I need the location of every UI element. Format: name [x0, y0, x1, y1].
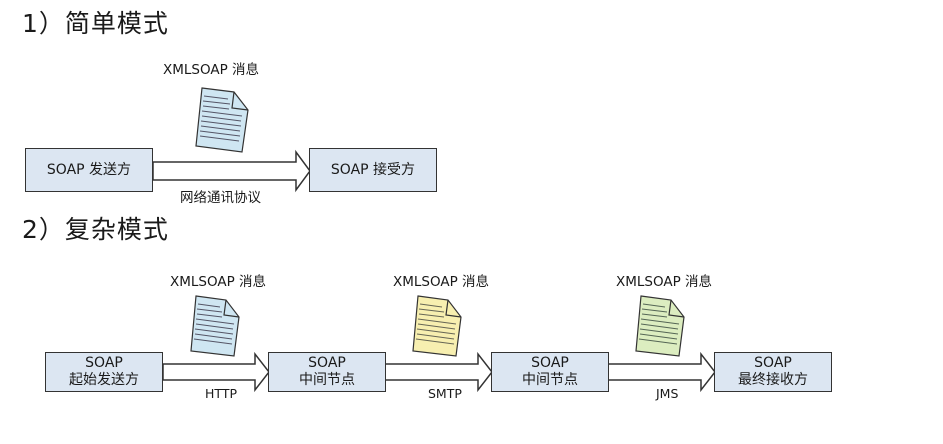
arrow-right-icon: [152, 149, 311, 193]
node-line2: 中间节点: [299, 372, 355, 388]
document-icon: [190, 295, 240, 357]
document-icon: [412, 295, 462, 357]
node-line2: 最终接收方: [738, 372, 808, 388]
arrow-right-icon: [162, 351, 270, 393]
node-intermediate-2: SOAP 中间节点: [491, 352, 609, 392]
node-line1: SOAP: [308, 355, 346, 371]
complex-mode-heading: 2）复杂模式: [22, 215, 169, 244]
node-line2: 中间节点: [522, 372, 578, 388]
simple-protocol-label: 网络通讯协议: [180, 190, 261, 206]
node-line2: 起始发送方: [69, 372, 139, 388]
simple-receiver-box: SOAP 接受方: [309, 148, 437, 192]
simple-receiver-label: SOAP 接受方: [330, 161, 416, 178]
simple-mode-heading: 1）简单模式: [22, 9, 169, 38]
complex-message-label-1: XMLSOAP 消息: [170, 274, 267, 290]
node-initial-sender: SOAP 起始发送方: [45, 352, 163, 392]
arrow-right-icon: [384, 351, 493, 393]
simple-sender-box: SOAP 发送方: [25, 148, 153, 192]
simple-sender-label: SOAP 发送方: [46, 161, 132, 178]
protocol-http: HTTP: [205, 386, 237, 401]
document-icon: [195, 87, 249, 153]
document-icon: [635, 295, 685, 357]
node-line1: SOAP: [754, 355, 792, 371]
complex-message-label-2: XMLSOAP 消息: [393, 274, 490, 290]
arrow-right-icon: [607, 351, 716, 393]
complex-message-label-3: XMLSOAP 消息: [616, 274, 713, 290]
protocol-jms: JMS: [656, 386, 679, 401]
node-line1: SOAP: [85, 355, 123, 371]
protocol-smtp: SMTP: [428, 386, 462, 401]
node-intermediate-1: SOAP 中间节点: [268, 352, 386, 392]
node-ultimate-receiver: SOAP 最终接收方: [714, 352, 832, 392]
simple-message-label: XMLSOAP 消息: [163, 62, 260, 78]
node-line1: SOAP: [531, 355, 569, 371]
